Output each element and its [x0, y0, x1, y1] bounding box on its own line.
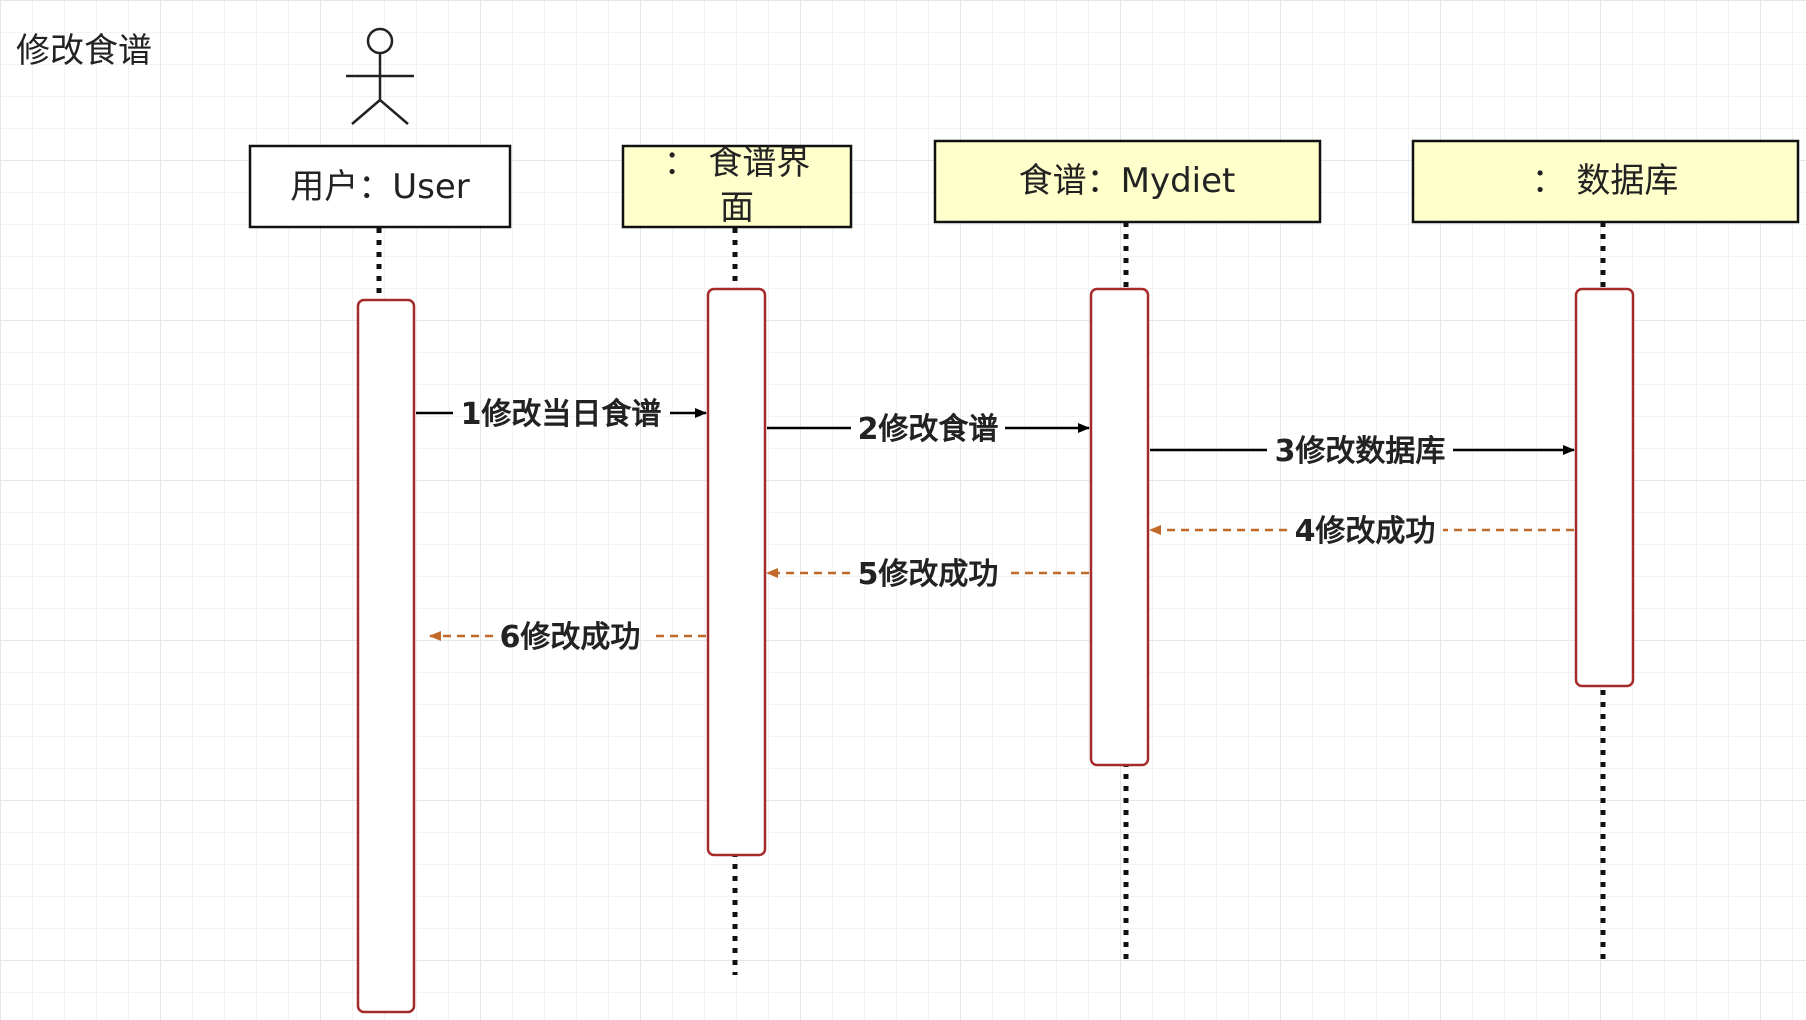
- message-1-label: 1修改当日食谱: [461, 397, 662, 432]
- participant-box: [933, 139, 1322, 224]
- activation-bar-ui: [706, 287, 767, 857]
- participant-label: 食谱：Mydiet: [1019, 161, 1236, 201]
- diagram-title: 修改食谱: [16, 31, 152, 71]
- activation-bar-db: [1574, 287, 1635, 688]
- message-5-return-arrow[interactable]: 5修改成功: [766, 557, 1089, 592]
- participant-label: ： 数据库: [1532, 161, 1679, 201]
- message-3-call-arrow[interactable]: 3修改数据库: [1150, 434, 1575, 469]
- participant-label-line-1: ： 食谱界: [664, 143, 811, 183]
- participant-box: [621, 144, 853, 229]
- participant-mydiet[interactable]: 食谱：Mydiet: [933, 139, 1322, 224]
- message-4-return-arrow[interactable]: 4修改成功: [1149, 514, 1574, 549]
- participant-label: 用户：User: [290, 167, 470, 207]
- message-2-call-arrow[interactable]: 2修改食谱: [767, 412, 1090, 447]
- participant-ui[interactable]: ： 食谱界 面: [621, 143, 853, 229]
- message-5-label: 5修改成功: [858, 557, 999, 592]
- message-1-call-arrow[interactable]: 1修改当日食谱: [416, 397, 707, 432]
- participant-db[interactable]: ： 数据库: [1411, 139, 1800, 224]
- participant-box: [248, 144, 512, 229]
- message-6-label: 6修改成功: [500, 620, 641, 655]
- participant-user[interactable]: 用户：User: [248, 144, 512, 229]
- message-2-label: 2修改食谱: [858, 412, 999, 447]
- message-4-label: 4修改成功: [1295, 514, 1436, 549]
- actor-stick-figure-icon: [346, 27, 414, 125]
- participant-label-line-2: 面: [720, 188, 754, 228]
- message-6-return-arrow[interactable]: 6修改成功: [429, 620, 706, 655]
- activation-bar-user: [356, 298, 416, 1014]
- message-3-label: 3修改数据库: [1275, 434, 1446, 469]
- participant-box: [1411, 139, 1800, 224]
- activation-bar-mydiet: [1089, 287, 1150, 767]
